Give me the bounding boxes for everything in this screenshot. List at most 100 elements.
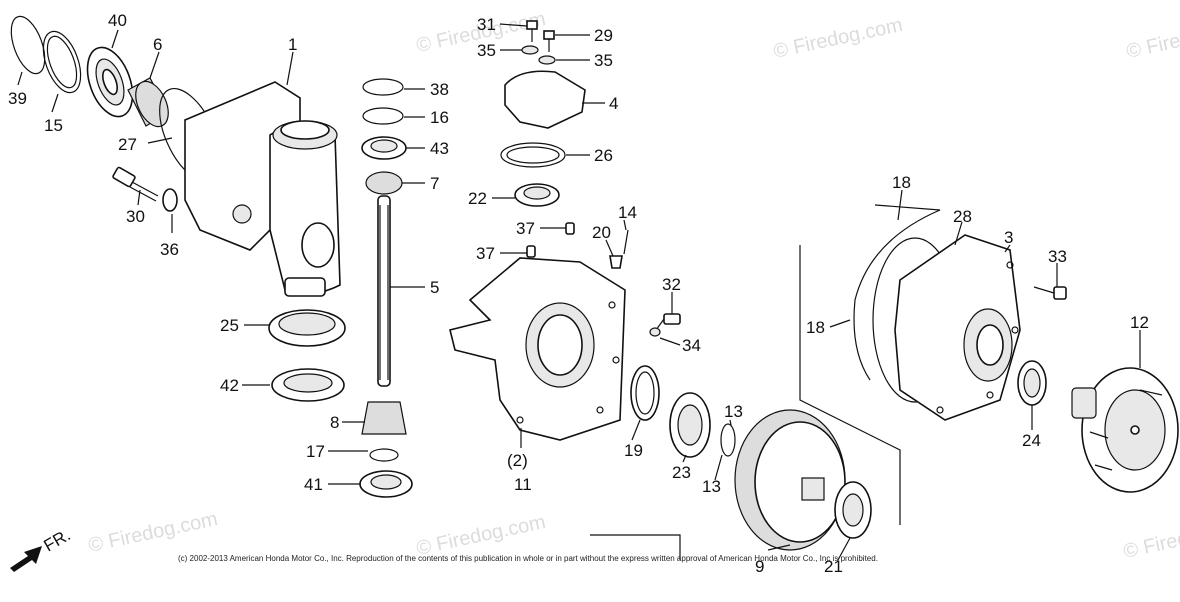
callout-18: 18 <box>806 318 825 337</box>
ring-part <box>362 107 404 125</box>
cover-part <box>504 70 586 129</box>
ring-gear-part <box>734 409 846 551</box>
callout-38: 38 <box>430 80 449 99</box>
callout-18: 18 <box>892 173 911 192</box>
callout-13: 13 <box>724 402 743 421</box>
front-direction-indicator: FR. <box>10 525 74 572</box>
callout-13: 13 <box>702 477 721 496</box>
callout-5: 5 <box>430 278 439 297</box>
callout-9: 9 <box>755 557 764 576</box>
ring-inner <box>506 146 560 164</box>
pinion-gear-part <box>361 401 407 435</box>
callout-29: 29 <box>594 26 613 45</box>
callout-7: 7 <box>430 174 439 193</box>
watermark-text: © Firedog.com <box>414 511 547 560</box>
cover-part <box>894 234 1021 421</box>
gear-housing-part <box>184 81 341 297</box>
callout-37: 37 <box>516 219 535 238</box>
callout-17: 17 <box>306 442 325 461</box>
washer-part <box>649 327 661 337</box>
callout-35: 35 <box>594 51 613 70</box>
callout-35: 35 <box>477 41 496 60</box>
wheel-hub-part <box>1071 367 1179 493</box>
callout-42: 42 <box>220 376 239 395</box>
bolt-part <box>112 166 159 202</box>
callout-20: 20 <box>592 223 611 242</box>
callout-28: 28 <box>953 207 972 226</box>
arrow-icon <box>10 546 42 572</box>
callout-19: 19 <box>624 441 643 460</box>
callout-14: 14 <box>618 203 637 222</box>
callout-31: 31 <box>477 15 496 34</box>
snap-ring-part <box>10 15 46 75</box>
callout-37: 37 <box>476 244 495 263</box>
callout-34: 34 <box>682 336 701 355</box>
ring-inner <box>46 35 78 89</box>
ring-part <box>500 142 566 168</box>
bolt-part <box>526 20 538 42</box>
bearing-part <box>361 136 407 160</box>
seal-ring-part <box>630 365 660 421</box>
callout-36: 36 <box>160 240 179 259</box>
leader-lines <box>17 23 1141 561</box>
bolt-part <box>623 229 629 255</box>
bearing-part <box>271 368 345 402</box>
snap-ring-part <box>362 78 404 96</box>
callout-39: 39 <box>8 89 27 108</box>
callout-21: 21 <box>824 557 843 576</box>
ring-part <box>42 30 82 94</box>
callout-22: 22 <box>468 189 487 208</box>
watermark-text: © Firedog.com <box>1121 514 1180 563</box>
callout-12: 12 <box>1130 313 1149 332</box>
bevel-gear-part <box>127 77 169 128</box>
gear-part <box>365 171 403 195</box>
callout-23: 23 <box>672 463 691 482</box>
washer-part <box>521 45 539 55</box>
callout-33: 33 <box>1048 247 1067 266</box>
callout-1: 1 <box>288 35 297 54</box>
bearing-part <box>359 470 413 498</box>
callout-41: 41 <box>304 475 323 494</box>
outline-bracket <box>590 534 681 560</box>
callout-30: 30 <box>126 207 145 226</box>
callout-32: 32 <box>662 275 681 294</box>
callout-24: 24 <box>1022 431 1041 450</box>
bolt-part <box>543 30 555 52</box>
callout-8: 8 <box>330 413 339 432</box>
dowel-pin-part <box>565 222 575 235</box>
watermark-text: © Firedog.com <box>86 508 219 557</box>
knuckle-housing-part <box>449 257 626 441</box>
bolt-part <box>1033 286 1067 300</box>
bearing-part <box>86 46 134 118</box>
bearing-part <box>669 392 711 458</box>
copyright-notice: (c) 2002-2013 American Honda Motor Co., … <box>178 554 878 563</box>
callout-2: (2) <box>507 451 528 470</box>
callout-40: 40 <box>108 11 127 30</box>
dowel-pin-part <box>526 245 536 258</box>
washer-part <box>538 55 556 65</box>
callout-43: 43 <box>430 139 449 158</box>
callout-26: 26 <box>594 146 613 165</box>
washer-part <box>162 188 178 212</box>
callout-25: 25 <box>220 316 239 335</box>
bearing-part <box>834 481 872 539</box>
watermark-text: © Firedog.com <box>771 14 904 63</box>
callout-15: 15 <box>44 116 63 135</box>
oil-seal-part <box>268 309 346 347</box>
callout-3: 3 <box>1004 228 1013 247</box>
snap-ring-part <box>720 423 736 457</box>
callout-11: 11 <box>514 475 532 494</box>
callout-16: 16 <box>430 108 449 127</box>
watermark-text: © Firedog.com <box>1124 14 1180 63</box>
plug-part <box>609 255 623 269</box>
callout-6: 6 <box>153 35 162 54</box>
callouts: 39 15 40 6 1 27 30 36 25 42 38 16 43 7 5… <box>8 11 1149 576</box>
outline-bracket <box>799 245 901 525</box>
direction-label: FR. <box>41 525 74 555</box>
washer-part <box>369 448 399 462</box>
callout-4: 4 <box>609 94 618 113</box>
gasket-part <box>853 204 941 381</box>
callout-27: 27 <box>118 135 137 154</box>
watermarks: © Firedog.com © Firedog.com © Firedog.co… <box>86 8 1180 563</box>
